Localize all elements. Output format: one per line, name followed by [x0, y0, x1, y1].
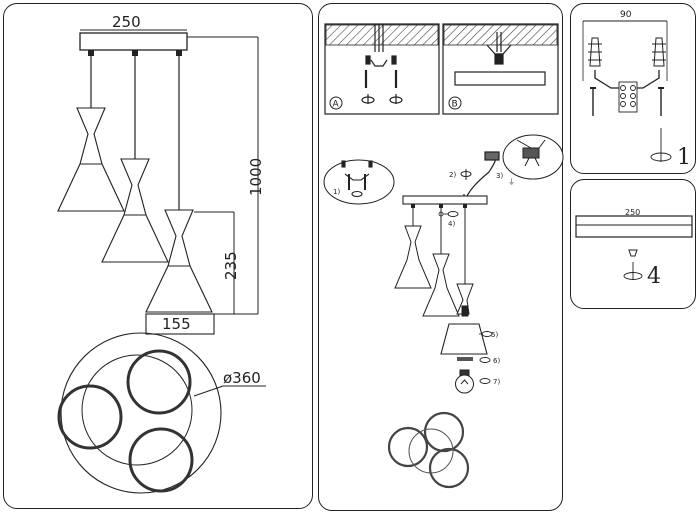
step-4-label: 4): [448, 220, 455, 228]
terminal-block: [618, 81, 638, 113]
canopy-width-label: 250: [112, 13, 141, 31]
mounting-width-label: 90: [620, 10, 632, 20]
shade-ring-bottom: [128, 427, 194, 493]
overall-diameter-label: ø360: [223, 369, 261, 387]
wall-anchor-left: [588, 37, 602, 67]
overall-outline-circle: [60, 332, 222, 494]
wiring-a: [361, 24, 403, 104]
step-a-label: A: [333, 100, 340, 110]
retaining-ring: [457, 357, 473, 361]
center-circle: [81, 354, 193, 466]
step-b-badge: [448, 96, 462, 110]
step-b-label: B: [452, 100, 458, 110]
canopy: [79, 32, 188, 51]
terminal-detail: [516, 139, 546, 167]
light-bulb: [455, 369, 474, 394]
rotate-symbol-4: [623, 272, 643, 280]
step-7-label: 7): [493, 378, 500, 386]
screw-left: [590, 87, 596, 116]
dimension-panel: 250 1000 235: [3, 3, 313, 509]
mounting-step-number: 1: [677, 145, 691, 170]
assembled-shade-left: [394, 225, 432, 289]
shade-ring-left: [57, 384, 123, 450]
ceiling-hatch-a: [325, 24, 439, 46]
wall-anchor-right: [652, 37, 666, 67]
step-5-label: 5): [491, 331, 498, 339]
shade-ring-top: [126, 349, 192, 415]
mounting-detail-panel: 90 1: [570, 3, 696, 174]
step-1-callout: [323, 159, 395, 205]
step-a-badge: [329, 96, 343, 110]
canopy-mount-left: [88, 50, 94, 56]
ground-symbol: ⏚: [508, 178, 515, 186]
step-3-label: 3): [496, 172, 503, 180]
canopy-mount-middle: [132, 50, 138, 56]
shade-diameter-box: [145, 313, 215, 335]
step-2-label: 2): [449, 171, 456, 179]
mounting-detail-drawing: 90 1: [582, 10, 691, 170]
shade-middle: [101, 158, 169, 263]
assembled-shade-right: [456, 283, 474, 317]
canopy-plate-b: [454, 71, 546, 86]
shade-diameter-label: 155: [162, 315, 191, 333]
bottom-ring-bottom: [428, 447, 470, 489]
bottom-ring-left: [387, 426, 429, 468]
bottom-center-circle: [408, 428, 454, 474]
dimension-drawing: 250 1000 235: [57, 13, 266, 494]
installation-drawing: A B 1) 2) 3) ⏚: [323, 23, 564, 489]
canopy-detail-panel: 250 4: [570, 179, 696, 309]
canopy-detail-plate: [575, 215, 693, 238]
shade-lower-part: [440, 323, 488, 355]
assembled-canopy: [402, 195, 488, 205]
installation-panel: A B 1) 2) 3) ⏚: [318, 3, 564, 511]
step-6-label: 6): [493, 357, 500, 365]
shade-height-label: 235: [222, 251, 240, 280]
wiring-b: [486, 32, 512, 65]
canopy-detail-width-label: 250: [625, 208, 640, 217]
shade-left: [57, 107, 125, 212]
step-1-bracket: [341, 160, 373, 198]
canopy-mount-right: [176, 50, 182, 56]
step-1-label: 1): [333, 188, 340, 196]
rotate-symbol-1: [650, 152, 672, 162]
total-height-label: 1000: [247, 158, 265, 196]
cap-nut: [628, 249, 638, 257]
screw-right: [658, 87, 664, 116]
assembled-shade-middle: [422, 253, 460, 317]
canopy-step-number: 4: [647, 264, 661, 289]
shade-right: [145, 209, 213, 313]
bottom-ring-top: [423, 411, 465, 453]
canopy-detail-drawing: 250 4: [575, 208, 693, 289]
